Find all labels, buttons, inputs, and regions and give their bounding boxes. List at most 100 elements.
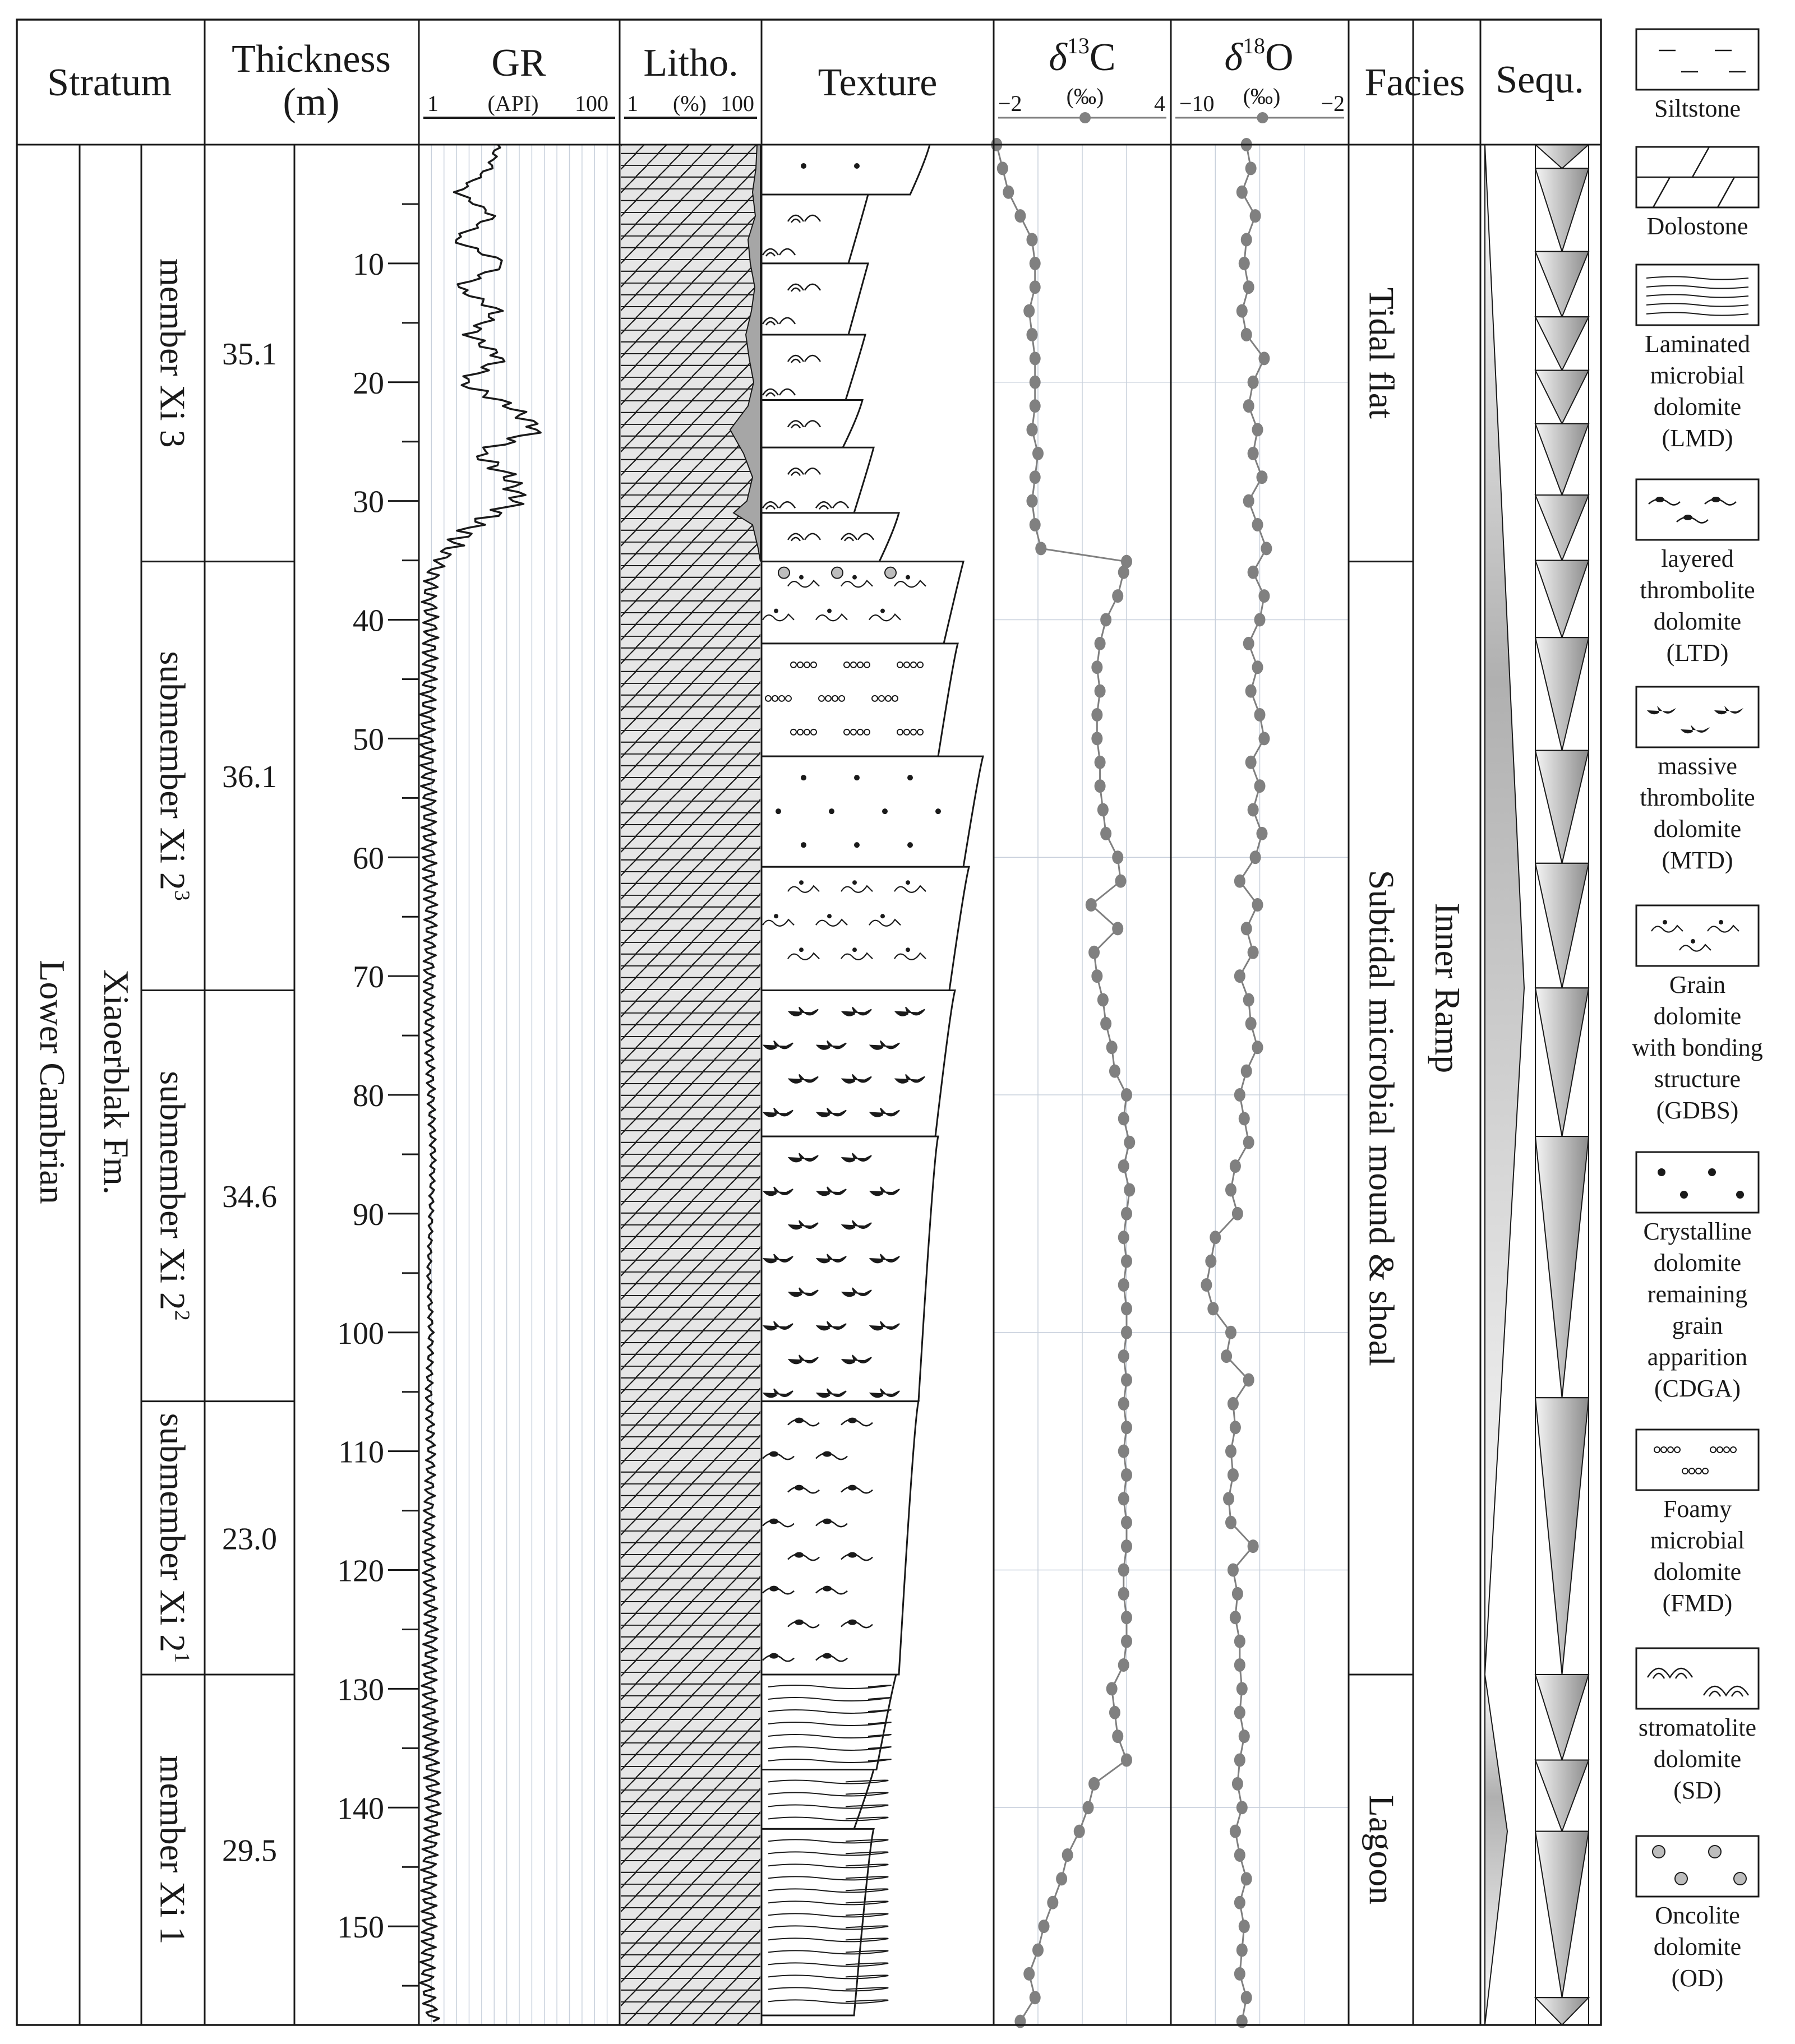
layered-thrombolite-wave [815,1654,848,1662]
unit-name-superscript: 1 [170,1652,194,1663]
unit-name: submember Xi 22 [153,1071,194,1321]
cycle-triangle [1534,1830,1590,1998]
d18o-curve [1201,138,1272,2028]
bonding-wave [762,613,795,622]
stromatolite-arc [787,354,822,363]
d18o-point [1225,1444,1236,1458]
texture-interval-od_gdbs [760,561,965,645]
formation-label: Xiaoerblak Fm. [96,969,136,1195]
d13c-point [1029,1991,1041,2005]
legend-swatch [1635,686,1760,748]
layered-thrombolite-wave [841,1418,873,1427]
unit-name: submember Xi 23 [153,651,194,901]
d18o-point [1210,1231,1221,1245]
thrombolite-clot [841,1354,872,1365]
d13c-point [1121,1468,1132,1482]
d13c-point [1121,1421,1132,1435]
grain-dot [852,575,857,580]
swatch-clot [1711,497,1720,502]
d13c-point [1032,446,1044,460]
swatch-grain [1719,920,1723,924]
swatch-wave [1707,924,1739,933]
d13c-point [1029,518,1041,532]
d18o-point [1238,1729,1250,1744]
swatch-lamination [1646,276,1749,280]
d13c-point [1112,922,1124,936]
depth-tick-label: 130 [337,1672,384,1707]
stromatolite-arc [787,468,822,477]
d18o-point [1234,1753,1245,1767]
d13c-point [1121,1088,1132,1102]
swatch-clot [1681,725,1710,734]
grain-dot [829,808,834,815]
grain-dot [880,608,885,613]
swatch-lamination [1646,294,1749,298]
foam-bubble [804,728,810,736]
gr-scale-max: 100 [575,91,608,116]
d18o-point [1240,1991,1252,2005]
swatch-bubble [1716,1446,1723,1453]
thrombolite-clot [869,1186,900,1196]
legend-swatch [1635,1428,1760,1491]
d18o-point [1227,1468,1239,1482]
d18o-point [1229,1159,1241,1173]
d18o-point [1236,2014,1248,2028]
d13c-point [1112,1729,1124,1744]
grain-dot [827,914,832,919]
grain-dot [906,947,910,952]
swatch-slash [1652,177,1671,208]
texture-symbols [762,1153,900,1398]
thrombolite-clot [787,1287,819,1297]
outer-frame [16,19,1602,2026]
stromatolite-arc [840,533,875,542]
foam-bubble [843,728,850,736]
layered-thrombolite-wave [815,1452,848,1460]
swatch-bubble [1702,1468,1709,1474]
d13c-point [1026,328,1038,342]
oncoid [884,566,897,579]
d18o-point [1238,1112,1250,1126]
d13c-point [1026,494,1038,508]
d13c-point [1124,1135,1136,1149]
swatch-oncoid [1674,1872,1688,1885]
bonding-wave [841,885,873,893]
thrombolite-clot [787,1006,819,1016]
foam-bubble [892,695,898,702]
texture-symbols [762,468,850,510]
cycle-triangle [1534,750,1590,864]
d18o-point [1205,1254,1217,1268]
legend-swatch [1635,1151,1760,1214]
grain-dot [799,947,804,952]
grain-dot [854,163,860,169]
legend-label: Oncolite [1655,1902,1740,1929]
litho-scale-unit: (%) [673,91,707,116]
d13c-point [1118,565,1129,579]
lamination-line [768,1900,889,1906]
header-scale-marker [1079,112,1091,123]
lithology-column [621,144,761,2025]
depth-tick-label: 90 [353,1197,384,1232]
d18o-point [1245,161,1257,175]
d13c-point [1121,1206,1132,1220]
swatch-grain [1691,939,1695,944]
thrombolite-clot [894,1074,925,1084]
legend-label: remaining [1648,1280,1747,1308]
thrombolite-clot [823,1518,832,1524]
foam-bubble [897,661,903,668]
texture-interval-lmd [760,1828,875,2017]
grain-dot [776,808,781,815]
d18o-point [1234,969,1245,983]
foam-bubble [797,728,804,736]
d18o-point [1234,1088,1245,1102]
cycle-triangle [1534,423,1590,497]
d18o-point [1229,1421,1241,1435]
foam-bubble [797,661,804,668]
stromatolite-arc [762,317,796,326]
bonding-wave [815,613,848,622]
d13c-point [1029,256,1041,270]
swatch-lamination [1646,312,1749,316]
foam-bubble [832,695,838,702]
foam-bubble [864,661,870,668]
d13c-point [1082,1801,1094,1815]
d13c-point [1118,1159,1129,1173]
